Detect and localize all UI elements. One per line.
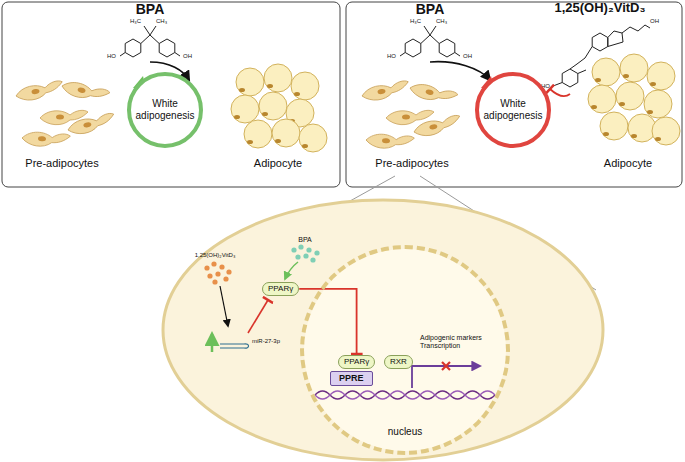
node-text: PPARγ [268,284,293,294]
protein-pill: PPARγ [338,355,375,369]
nucleus-circle: nucleus PPARγ RXR PPRE [300,245,510,455]
inhibition-line [248,300,268,333]
block-cross [442,362,450,370]
protein-pill: RXR [384,355,413,369]
node-text: RXR [390,357,407,367]
vitamin-d-molecules [204,261,231,284]
cycle-circle: White adipogenesis [475,72,551,148]
response-element-box: PPRE [330,371,373,386]
node-text: White adipogenesis [483,98,543,122]
pre-adipocyte-cells [361,80,463,151]
panel-frame [346,2,682,187]
compound-name: 1,25(OH)₂VitD₃ [554,1,645,16]
node-text: White adipogenesis [135,98,195,122]
cell-label: Pre-adipocytes [375,157,448,170]
cell-label: Adipocyte [254,157,302,170]
atom-label: OH [463,53,472,60]
cell-membrane [163,200,603,460]
dna-helix [315,391,495,399]
transcription-label: Adipogenic markers Transcription [420,334,486,350]
protein-pill: PPARγ [262,282,299,296]
compound-name: BPA [136,1,165,17]
atom-label: HO [387,53,396,60]
node-text: nucleus [304,426,506,437]
induction-arrow [220,286,228,326]
adipocyte-cells [231,64,327,152]
inhibition-connector [299,289,356,354]
molecule-label: BPA [298,236,312,244]
binding-arrow [285,262,298,279]
atom-label: H₃C [130,18,141,25]
atom-label: HO [107,53,116,60]
atom-label: OH [183,53,192,60]
cell-label: Adipocyte [604,157,652,170]
node-text: PPARγ [344,357,369,367]
bpa-molecules [291,244,319,262]
atom-label: H₃C [410,18,421,25]
mirna-hairpin [220,344,249,348]
adipocyte-cells [588,54,680,145]
panel-frame [2,2,340,187]
cell-label: Pre-adipocytes [25,157,98,170]
nucleoplasm [304,249,506,451]
node-text: PPRE [339,373,364,384]
upregulation-arrow [211,334,214,352]
cycle-circle: White adipogenesis [127,72,203,148]
molecule-label: 1,25(OH)₂VitD₃ [195,252,236,259]
pre-adipocyte-cells [15,79,117,149]
compound-name: BPA [416,1,445,17]
inhibition-line [550,89,570,96]
vitamin-d-structure [553,25,650,87]
atom-label: CH₃ [436,18,447,25]
mirna-label: miR-27-3p [252,338,280,345]
bpa-structure [120,26,180,57]
atom-label: OH [650,18,659,25]
stimulus-arrow [430,62,490,80]
bpa-structure [400,26,460,57]
atom-label: CH₃ [156,18,167,25]
transcription-arrow [412,366,480,388]
